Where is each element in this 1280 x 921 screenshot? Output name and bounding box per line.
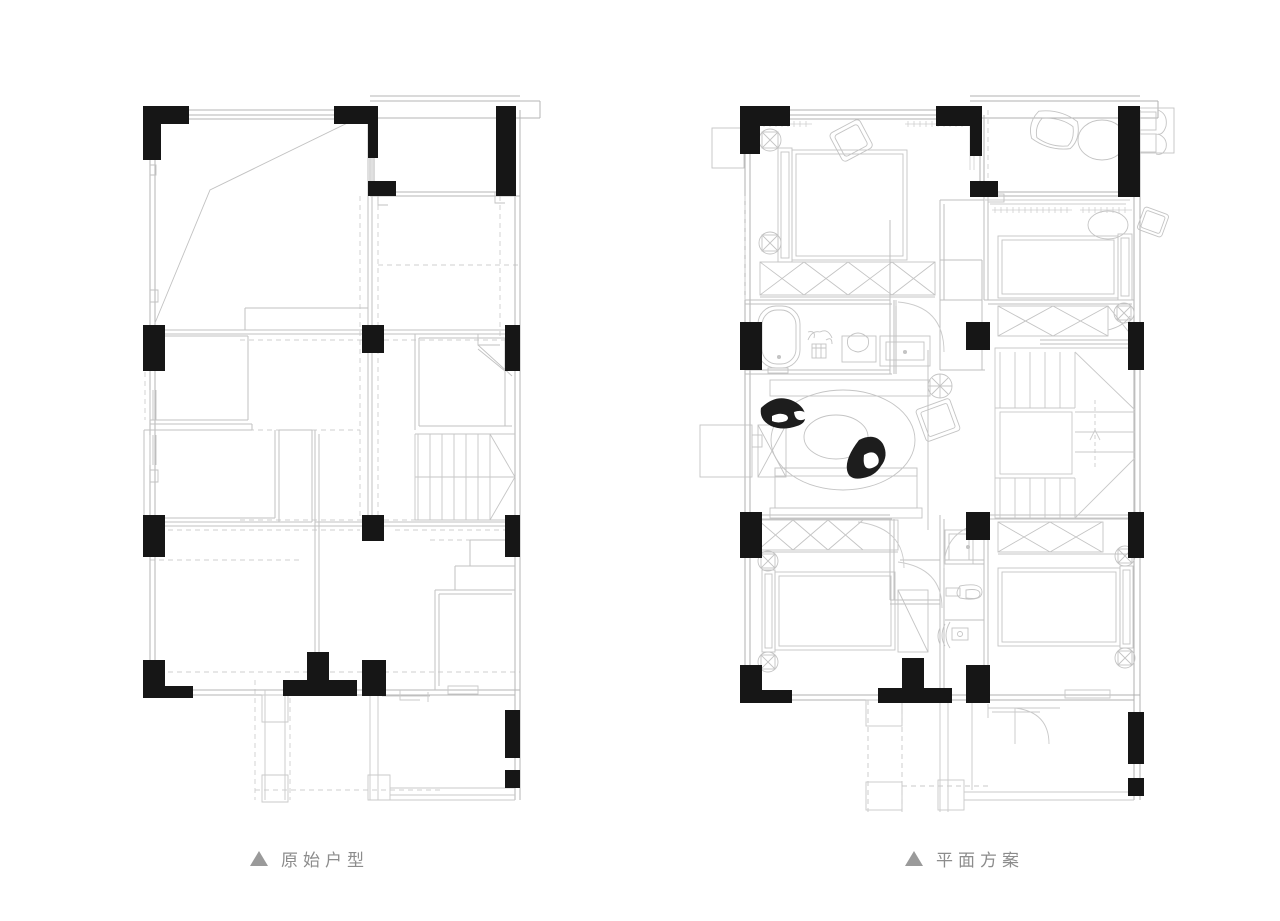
ceiling-grid: [144, 196, 520, 800]
caption-scheme-plan: 平面方案: [905, 846, 1024, 871]
headboard: [1119, 565, 1134, 649]
counter: [769, 379, 931, 397]
nightstand-lamp: [757, 550, 779, 572]
vanity-sink: [879, 335, 931, 367]
double-bed: [997, 567, 1121, 647]
bedroom-4: [943, 521, 1136, 669]
master-bathroom: [757, 300, 953, 399]
accent-chair: [760, 398, 806, 429]
door-swing: [897, 561, 943, 609]
roof-terrace: [985, 107, 1175, 240]
nightstand-lamp: [1114, 647, 1136, 669]
curtain: [992, 207, 1132, 213]
stair-well: [999, 411, 1073, 475]
window-details: [149, 164, 513, 483]
nightstand-lamp: [758, 128, 782, 152]
curtain: [757, 121, 975, 170]
wardrobe: [759, 261, 936, 298]
round-side-table: [1087, 210, 1129, 240]
headboard: [1117, 233, 1133, 301]
wardrobe-small: [897, 589, 929, 653]
wardrobe: [997, 305, 1133, 337]
plans-container: [143, 95, 1175, 812]
sloped-ceiling-line: [154, 111, 371, 324]
door-swing: [1014, 707, 1050, 745]
balcony-outline: [261, 690, 515, 803]
interior-partitions: [745, 196, 1134, 695]
staircase: [414, 433, 516, 521]
plant: [807, 330, 833, 359]
ac-unit: [711, 127, 745, 169]
caption-original-label: 原始户型: [281, 851, 369, 870]
nightstand-lamp: [758, 231, 782, 255]
bedroom-2: [997, 233, 1135, 337]
headboard: [761, 569, 776, 653]
interior-partitions: [143, 113, 520, 690]
structural-columns: [740, 106, 1144, 796]
stairwell: [927, 347, 1136, 530]
door-swing: [857, 521, 905, 569]
wardrobe: [757, 519, 899, 553]
captions-row: 原始户型 平面方案: [0, 838, 1280, 888]
scheme-floor-plan: [699, 95, 1175, 812]
caption-original-plan: 原始户型: [250, 846, 369, 871]
chair: [1137, 206, 1169, 238]
mirror: [944, 529, 974, 565]
accent-chair: [829, 119, 873, 162]
toilet: [841, 332, 877, 363]
lounge-chair: [1030, 110, 1079, 150]
accent-chairs: [760, 398, 886, 479]
headboard: [777, 147, 793, 263]
bathtub: [757, 305, 801, 374]
console: [699, 424, 753, 478]
bedroom-3: [757, 521, 929, 673]
wardrobe: [997, 521, 1132, 555]
toilet: [945, 584, 983, 600]
double-bed: [997, 235, 1119, 299]
guest-bathroom: [897, 529, 983, 649]
triangle-up-icon: [250, 851, 268, 866]
ceiling-grid: [744, 110, 989, 300]
caption-scheme-label: 平面方案: [936, 851, 1024, 870]
circular-rug: [770, 389, 916, 491]
side-table: [915, 398, 961, 442]
door-swing: [897, 301, 945, 353]
living-room: [699, 389, 961, 553]
planter-chair: [1137, 107, 1175, 155]
original-floor-plan: [143, 95, 541, 803]
terrace: [865, 689, 1134, 812]
sink: [937, 621, 969, 649]
structural-columns: [143, 106, 520, 788]
double-bed: [774, 571, 896, 651]
nightstand-lamp: [1113, 302, 1135, 324]
nightstand-lamp: [757, 651, 779, 673]
triangle-up-icon: [905, 851, 923, 866]
round-stool: [927, 373, 953, 399]
